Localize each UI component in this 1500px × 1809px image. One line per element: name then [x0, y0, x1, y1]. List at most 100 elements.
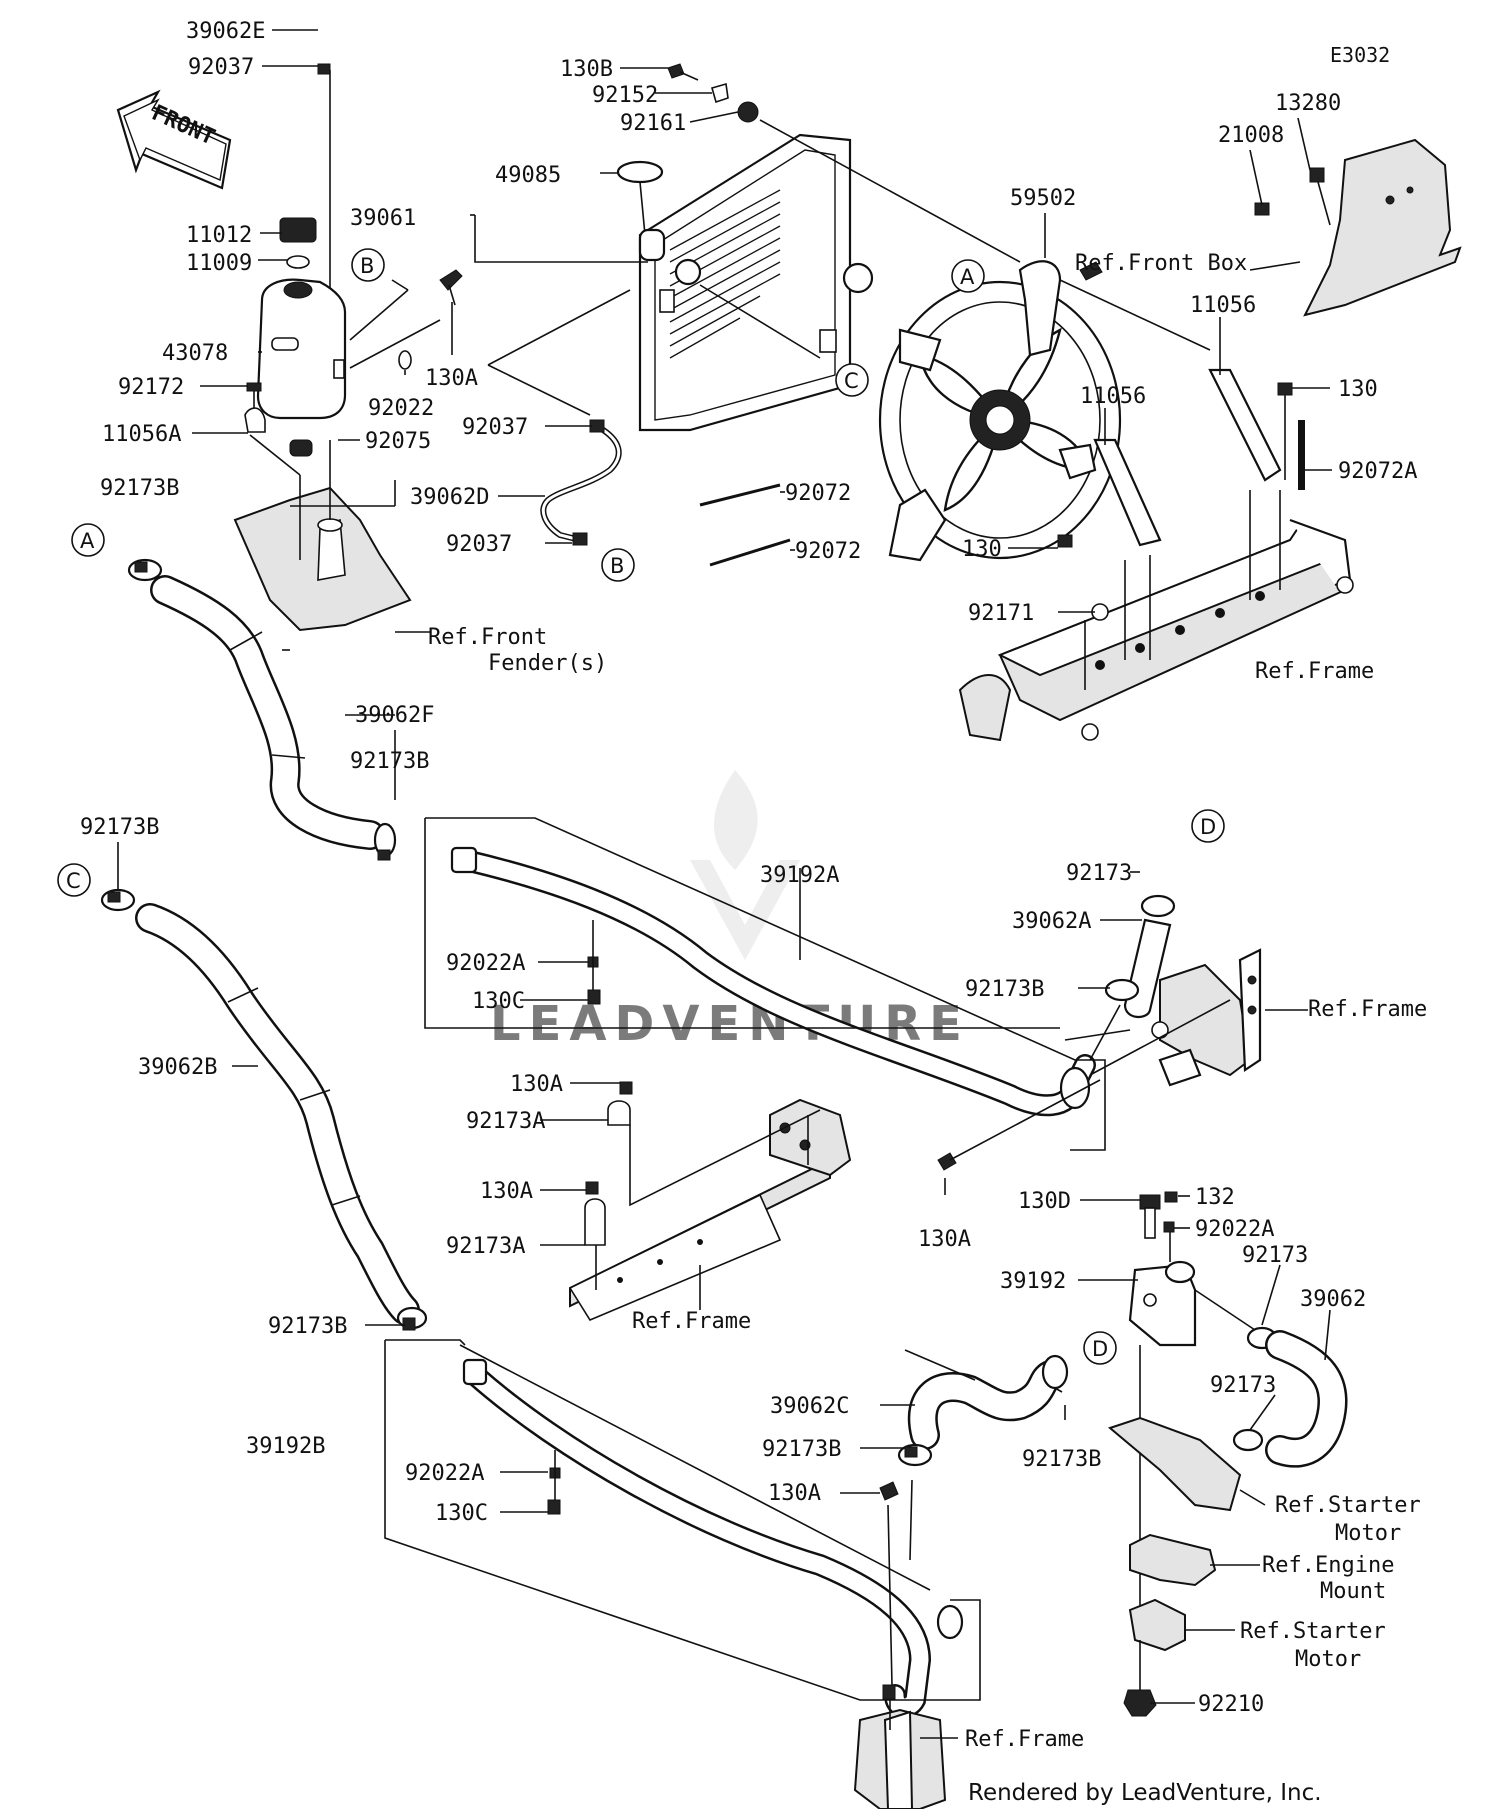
frame-ref-bottom: [853, 1479, 947, 1809]
ref-label: Motor: [1295, 1647, 1361, 1672]
pipe-39192B: [384, 1339, 981, 1718]
part-label: 92022A: [446, 951, 525, 976]
svg-text:B: B: [610, 554, 624, 578]
part-label: 130: [962, 537, 1002, 562]
hose-39062D: [540, 419, 622, 546]
part-label: 92173A: [466, 1109, 545, 1134]
fan-assembly: [878, 260, 1211, 562]
part-label: 11009: [186, 251, 252, 276]
part-label: 130A: [918, 1227, 971, 1252]
part-label: 130A: [768, 1481, 821, 1506]
hose-39062: [1194, 1289, 1348, 1468]
part-label: 43078: [162, 341, 228, 366]
part-label: 92173: [1242, 1243, 1308, 1268]
part-label: 92072A: [1338, 459, 1417, 484]
part-label: 39192B: [246, 1434, 325, 1459]
part-label: 92173A: [446, 1234, 525, 1259]
part-label: 49085: [495, 163, 561, 188]
part-label: 92022A: [1195, 1217, 1274, 1242]
part-label: 130C: [435, 1501, 488, 1526]
part-label: 92022A: [405, 1461, 484, 1486]
hose-39062B: [135, 903, 420, 1325]
callout-c-upper: C: [835, 363, 869, 397]
reference-labels: Ref.Front Box Ref.Front Fender(s) Ref.Fr…: [428, 251, 1427, 1752]
front-box-ref: [1254, 138, 1462, 317]
ref-label: Ref.Frame: [1255, 659, 1374, 684]
part-label: 130: [1338, 377, 1378, 402]
callout-b-lower: B: [601, 548, 635, 582]
part-label: 130A: [510, 1072, 563, 1097]
cable-ties: [699, 483, 791, 567]
reserve-tank-assembly: [233, 29, 463, 633]
callout-c-lower: C: [57, 863, 91, 897]
radiator-assembly: [487, 63, 1021, 432]
part-label: 39062D: [410, 485, 489, 510]
ref-label: Motor: [1335, 1521, 1401, 1546]
frame-ref-upper: [958, 490, 1354, 742]
ref-label: Mount: [1320, 1579, 1386, 1604]
callout-d-upper: D: [1191, 809, 1225, 843]
part-label: 39062E: [186, 19, 265, 44]
ref-label: Ref.Frame: [632, 1309, 751, 1334]
front-arrow-icon: FRONT: [116, 89, 232, 190]
part-label: 130C: [472, 989, 525, 1014]
part-label: 11056: [1080, 384, 1146, 409]
svg-text:D: D: [1092, 1337, 1108, 1361]
part-label: 92173B: [1022, 1447, 1101, 1472]
hose-39062F: [150, 575, 385, 850]
part-label: 92173: [1210, 1373, 1276, 1398]
ref-label: Ref.Starter: [1275, 1493, 1421, 1518]
part-label: 21008: [1218, 123, 1284, 148]
ref-label: Ref.Front Box: [1075, 251, 1247, 276]
part-label: 39062B: [138, 1055, 217, 1080]
svg-text:A: A: [960, 265, 975, 289]
fan-brackets: [1057, 368, 1305, 548]
part-label: 92173B: [100, 476, 179, 501]
diagram-code: E3032: [1330, 43, 1390, 67]
part-label: 92173: [1066, 861, 1132, 886]
part-label: 92171: [968, 601, 1034, 626]
footer-credit: Rendered by LeadVenture, Inc.: [968, 1780, 1322, 1806]
part-label: 92210: [1198, 1692, 1264, 1717]
clamp-92173B-e: [396, 1306, 428, 1331]
callout-a-upper: A: [951, 259, 985, 293]
callout-a-lower: A: [71, 523, 105, 557]
part-label: 39192A: [760, 863, 839, 888]
part-label: 130A: [480, 1179, 533, 1204]
watermark: LEADVENTURE: [490, 770, 962, 1052]
part-label: 39062C: [770, 1394, 849, 1419]
pipe-39192A: [424, 817, 1106, 1171]
ref-label: Ref.Frame: [965, 1727, 1084, 1752]
part-label: 13280: [1275, 91, 1341, 116]
part-label: 92173B: [762, 1437, 841, 1462]
part-label: 92037: [188, 55, 254, 80]
part-label: 11012: [186, 223, 252, 248]
part-label: 11056: [1190, 293, 1256, 318]
part-label: 130B: [560, 57, 613, 82]
callout-d-lower: D: [1083, 1331, 1117, 1365]
part-label: 39062A: [1012, 909, 1091, 934]
part-label: 59502: [1010, 186, 1076, 211]
frame-ref-lower-mid: [568, 1081, 852, 1322]
part-label: 92022: [368, 396, 434, 421]
clamp-92173B-c: [100, 888, 136, 912]
svg-text:C: C: [66, 869, 81, 893]
svg-text:B: B: [360, 254, 374, 278]
part-label: 39061: [350, 206, 416, 231]
clamp-92173B-b: [373, 822, 397, 861]
svg-text:D: D: [1200, 815, 1216, 839]
part-label: 92152: [592, 83, 658, 108]
part-label: 92075: [365, 429, 431, 454]
leader-lines: [117, 29, 1332, 1739]
frame-ref-mid-right: [1089, 948, 1262, 1087]
ref-label: Ref.Front: [428, 625, 547, 650]
part-labels: 39062E 92037 11012 11009 43078 92172 110…: [80, 19, 1417, 1717]
callout-b-upper: B: [351, 248, 385, 282]
part-label: 92173B: [350, 749, 429, 774]
part-label: 92072: [795, 539, 861, 564]
part-label: 92037: [462, 415, 528, 440]
svg-text:A: A: [80, 529, 95, 553]
part-label: 132: [1195, 1185, 1235, 1210]
part-label: 39192: [1000, 1269, 1066, 1294]
